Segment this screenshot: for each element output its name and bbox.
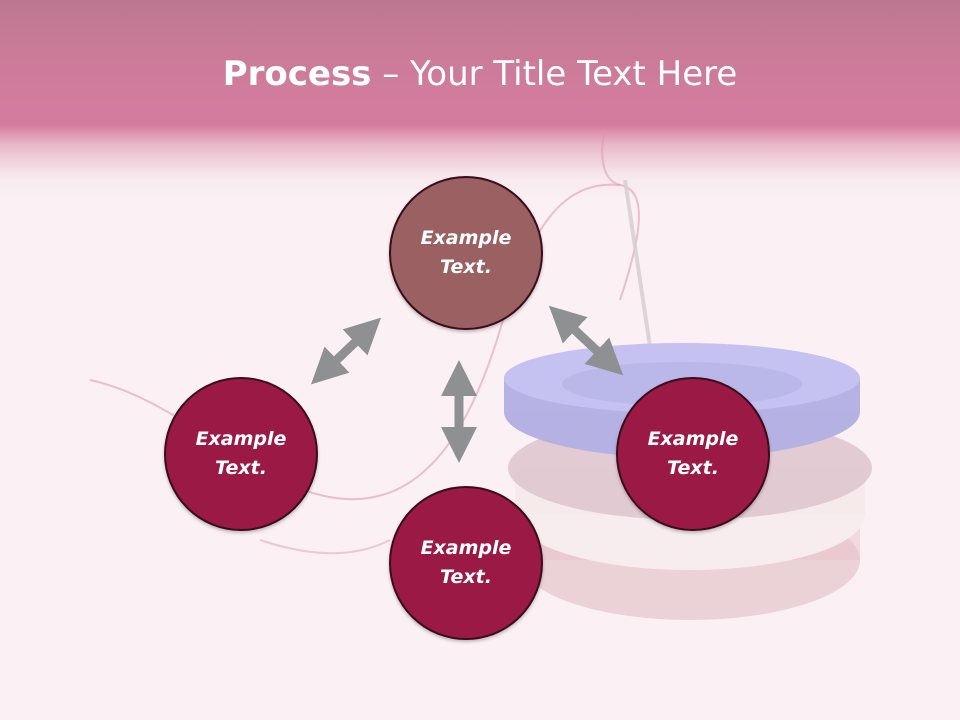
arrow-top-left xyxy=(310,317,382,385)
node-left-line2: Text. xyxy=(215,457,267,479)
node-right-line2: Text. xyxy=(667,457,719,479)
node-left-line1: Example xyxy=(195,428,287,450)
title-bold: Process xyxy=(222,54,372,94)
node-top-line1: Example xyxy=(420,227,512,249)
node-bottom-line2: Text. xyxy=(440,566,492,588)
node-right-line1: Example xyxy=(647,428,739,450)
node-top-line2: Text. xyxy=(440,256,492,278)
arrow-top-right xyxy=(548,305,624,376)
title-rest: – Your Title Text Here xyxy=(371,54,738,94)
node-bottom-line1: Example xyxy=(420,537,512,559)
title-banner xyxy=(0,0,960,200)
slide-title: Process – Your Title Text Here xyxy=(0,52,960,96)
